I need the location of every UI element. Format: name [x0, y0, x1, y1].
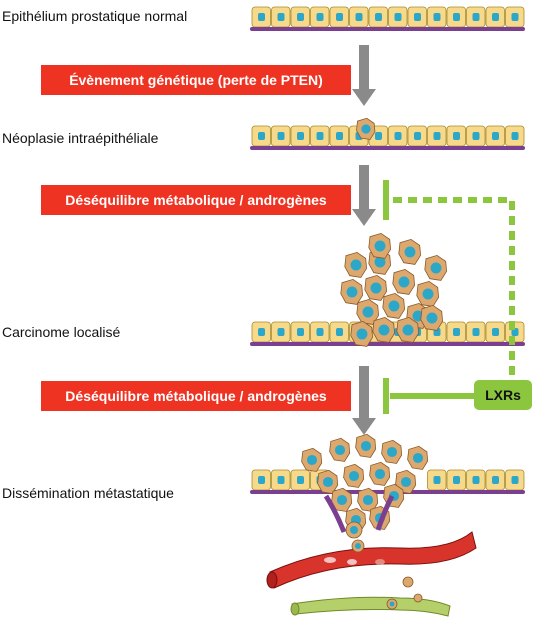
- stage-label-normal: Epithélium prostatique normal: [2, 8, 188, 24]
- progression-arrow-2: [352, 165, 376, 226]
- epithelium-normal: [250, 6, 525, 31]
- event-box-genetic: Évènement génétique (perte de PTEN): [41, 65, 351, 95]
- lxr-dashed-inhibition: [383, 180, 515, 375]
- event-box-metabolic-2: Déséquilibre métabolique / androgènes: [41, 381, 351, 411]
- stage-label-localized-carcinoma: Carcinome localisé: [2, 324, 121, 340]
- tumor-mass-metastatic: [301, 433, 429, 533]
- stage-label-neoplasia: Néoplasie intraépithéliale: [2, 130, 159, 146]
- event-box-metabolic-1: Déséquilibre métabolique / androgènes: [41, 185, 351, 215]
- circulating-tumor-cells: [345, 521, 414, 588]
- epithelium-neoplasia: [250, 117, 525, 150]
- epithelium-metastatic: [250, 469, 525, 494]
- stage-label-metastatic-dissemination: Dissémination métastatique: [2, 485, 174, 501]
- lymphatic-vessel: [290, 593, 451, 617]
- progression-arrow-1: [352, 45, 376, 106]
- lxr-solid-inhibition: [383, 378, 474, 414]
- progression-arrow-3: [352, 366, 376, 435]
- tumor-mass-localized: [340, 232, 448, 347]
- blood-vessel: [266, 531, 477, 589]
- lxr-box: LXRs: [474, 380, 532, 410]
